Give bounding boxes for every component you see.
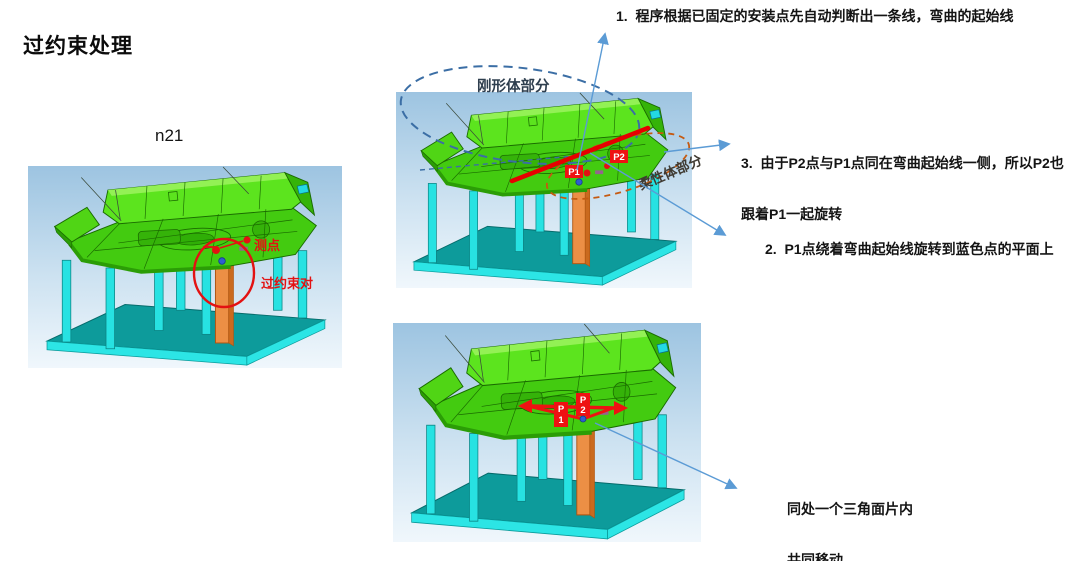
figure1-label: n21 <box>155 126 184 145</box>
note-1: 1. 程序根据已固定的安装点先自动判断出一条线，弯曲的起始线 <box>616 8 1014 24</box>
cad-figure-3 <box>393 323 701 542</box>
cad-figure-2 <box>396 92 692 288</box>
cad-figure-1 <box>28 166 342 368</box>
slide-title: 过约束处理 <box>23 35 133 58</box>
note-4: 同处一个三角面片内 共同移动 <box>787 467 1007 561</box>
note-4-line2: 共同移动 <box>787 552 843 561</box>
note-4-line1: 同处一个三角面片内 <box>787 501 913 518</box>
note-3-line2: 跟着P1一起旋转 <box>741 206 843 223</box>
note-3: 3. 由于P2点与P1点同在弯曲起始线一侧，所以P2也 跟着P1一起旋转 <box>741 121 1080 258</box>
note-2: 2. P1点绕着弯曲起始线旋转到蓝色点的平面上 <box>765 241 1054 257</box>
note-3-line1: 3. 由于P2点与P1点同在弯曲起始线一侧，所以P2也 <box>741 155 1064 172</box>
